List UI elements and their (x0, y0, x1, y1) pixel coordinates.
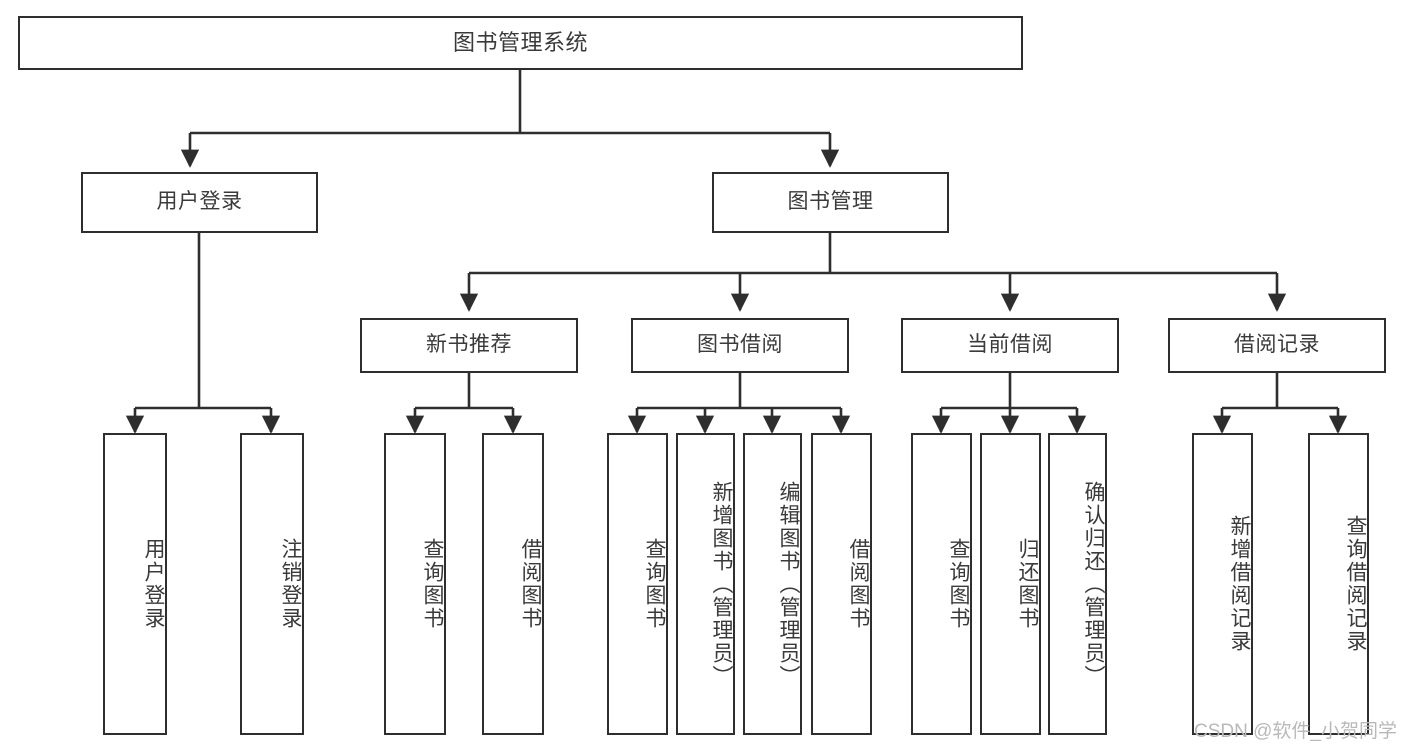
node-leaf-edit-book[interactable]: 编辑图书（管理员） (743, 433, 802, 735)
node-user-login[interactable]: 用户登录 (81, 172, 318, 233)
node-leaf-borrow-book-1-label: 借阅图书 (519, 538, 542, 630)
node-leaf-user-login-label: 用户登录 (142, 538, 165, 630)
node-current-borrow[interactable]: 当前借阅 (901, 318, 1119, 373)
node-leaf-query-book-3-label: 查询图书 (947, 538, 970, 630)
node-root-label: 图书管理系统 (452, 30, 588, 56)
node-borrow-record[interactable]: 借阅记录 (1168, 318, 1386, 373)
node-leaf-user-login[interactable]: 用户登录 (103, 433, 167, 735)
node-leaf-logout[interactable]: 注销登录 (240, 433, 304, 735)
node-new-book-recommend[interactable]: 新书推荐 (360, 318, 578, 373)
node-current-borrow-label: 当前借阅 (967, 333, 1053, 357)
node-book-management[interactable]: 图书管理 (712, 172, 949, 233)
node-leaf-logout-label: 注销登录 (279, 538, 302, 630)
node-root[interactable]: 图书管理系统 (18, 16, 1023, 70)
node-leaf-query-book-3[interactable]: 查询图书 (911, 433, 972, 735)
node-book-management-label: 图书管理 (787, 190, 874, 214)
node-leaf-return-book-label: 归还图书 (1016, 538, 1039, 630)
watermark: CSDN @软件_小贺同学 (1194, 721, 1397, 742)
node-user-login-label: 用户登录 (156, 190, 243, 214)
node-leaf-borrow-book-2-label: 借阅图书 (847, 538, 870, 630)
node-leaf-return-book[interactable]: 归还图书 (980, 433, 1041, 735)
node-leaf-add-record-label: 新增借阅记录 (1228, 515, 1251, 653)
node-leaf-query-record-label: 查询借阅记录 (1344, 515, 1367, 653)
node-leaf-add-book-label: 新增图书（管理员） (710, 480, 733, 688)
node-leaf-query-book-1-label: 查询图书 (421, 538, 444, 630)
node-borrow-record-label: 借阅记录 (1234, 333, 1320, 357)
node-book-borrow-label: 图书借阅 (697, 333, 783, 357)
node-book-borrow[interactable]: 图书借阅 (631, 318, 849, 373)
node-leaf-edit-book-label: 编辑图书（管理员） (777, 480, 800, 688)
node-leaf-query-book-1[interactable]: 查询图书 (384, 433, 446, 735)
node-leaf-add-book[interactable]: 新增图书（管理员） (676, 433, 735, 735)
node-new-book-recommend-label: 新书推荐 (426, 333, 512, 357)
node-leaf-query-record[interactable]: 查询借阅记录 (1308, 433, 1369, 735)
node-leaf-add-record[interactable]: 新增借阅记录 (1192, 433, 1253, 735)
node-leaf-confirm-return-label: 确认归还（管理员） (1082, 480, 1105, 688)
node-leaf-query-book-2-label: 查询图书 (643, 538, 666, 630)
node-leaf-confirm-return[interactable]: 确认归还（管理员） (1048, 433, 1107, 735)
node-leaf-query-book-2[interactable]: 查询图书 (607, 433, 668, 735)
node-leaf-borrow-book-2[interactable]: 借阅图书 (811, 433, 872, 735)
node-leaf-borrow-book-1[interactable]: 借阅图书 (482, 433, 544, 735)
